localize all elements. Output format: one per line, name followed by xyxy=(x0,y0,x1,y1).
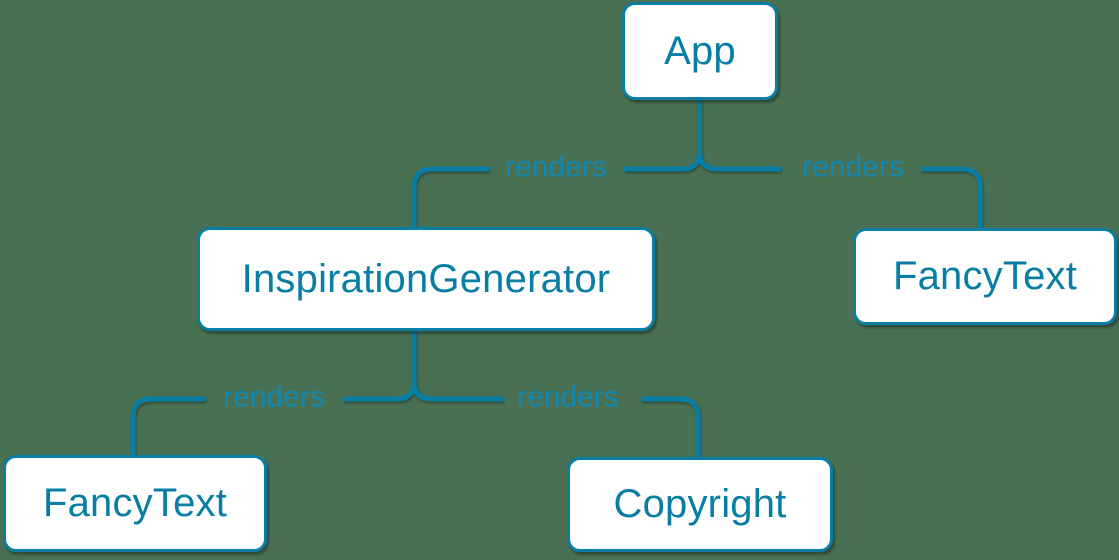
node-copyright-label: Copyright xyxy=(613,482,787,526)
edge-label-inspirationgenerator-copyright: renders xyxy=(517,380,619,414)
node-inspiration-generator: InspirationGenerator xyxy=(197,227,655,331)
node-app: App xyxy=(622,2,778,100)
node-fancy-text-bottom: FancyText xyxy=(3,455,267,552)
edge-app-to-fancytext-a xyxy=(697,151,781,172)
edge-app-to-inspirationgenerator-b xyxy=(411,166,489,228)
edge-app-to-fancytext-b xyxy=(921,166,983,229)
node-copyright: Copyright xyxy=(567,457,833,552)
edge-inspirationgenerator-to-fancytext-a xyxy=(343,381,417,402)
edge-app-to-inspirationgenerator-a xyxy=(624,151,702,172)
edge-inspirationgenerator-to-copyright-b xyxy=(641,396,701,458)
edge-inspirationgenerator-to-fancytext-b xyxy=(130,396,205,456)
node-fancy-text-top-label: FancyText xyxy=(892,254,1078,298)
node-inspiration-generator-label: InspirationGenerator xyxy=(241,256,611,301)
node-fancy-text-bottom-label: FancyText xyxy=(42,481,228,525)
node-app-label: App xyxy=(664,28,736,73)
edge-inspirationgenerator-to-copyright-a xyxy=(411,381,503,402)
edge-label-inspirationgenerator-fancytext: renders xyxy=(223,380,325,414)
edge-label-app-fancytext: renders xyxy=(802,150,904,184)
edge-label-app-inspirationgenerator: renders xyxy=(505,150,607,184)
node-fancy-text-top: FancyText xyxy=(853,228,1117,325)
